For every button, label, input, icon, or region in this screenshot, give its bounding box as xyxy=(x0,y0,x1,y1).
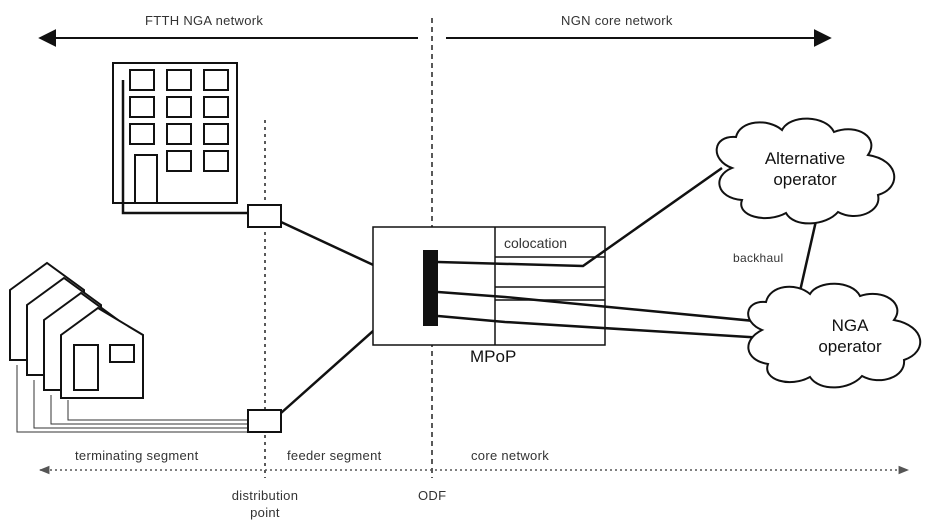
alternative-operator-line2: operator xyxy=(773,170,837,189)
alternative-operator-label: Alternative operator xyxy=(750,150,860,188)
odf-rack xyxy=(423,250,438,326)
feeder-segment-label: feeder segment xyxy=(287,448,382,463)
colocation-label: colocation xyxy=(504,235,568,251)
row-houses-icon xyxy=(9,261,144,399)
nga-operator-line1: NGA xyxy=(831,316,869,335)
distribution-point-line1: distribution xyxy=(231,488,299,503)
backhaul-link xyxy=(796,211,820,301)
mpop-label: MPoP xyxy=(470,347,517,366)
backhaul-label: backhaul xyxy=(733,251,784,265)
ngn-core-network-label: NGN core network xyxy=(561,13,673,28)
nga-operator-link-upper xyxy=(437,290,766,324)
alternative-operator-cloud-icon xyxy=(715,117,896,225)
mpop-box xyxy=(372,226,606,346)
nga-operator-label: NGA operator xyxy=(800,317,900,355)
distribution-closure-upper xyxy=(247,204,282,228)
alternative-operator-line1: Alternative xyxy=(764,149,846,168)
distribution-point-line2: point xyxy=(250,505,280,520)
nga-operator-cloud-icon xyxy=(747,282,922,389)
distribution-point-label: distribution point xyxy=(210,489,320,519)
nga-operator-line2: operator xyxy=(818,337,882,356)
colocation-link xyxy=(437,166,723,268)
terminating-segment-label: terminating segment xyxy=(75,448,199,463)
core-network-label: core network xyxy=(471,448,550,463)
distribution-closure-lower xyxy=(247,409,282,433)
building-riser-fiber xyxy=(121,80,247,215)
odf-label: ODF xyxy=(418,488,447,503)
apartment-building-icon xyxy=(112,62,238,204)
house-drop-fibers xyxy=(16,365,248,433)
ftth-network-label: FTTH NGA network xyxy=(145,13,264,28)
nga-operator-link-lower xyxy=(437,314,766,340)
